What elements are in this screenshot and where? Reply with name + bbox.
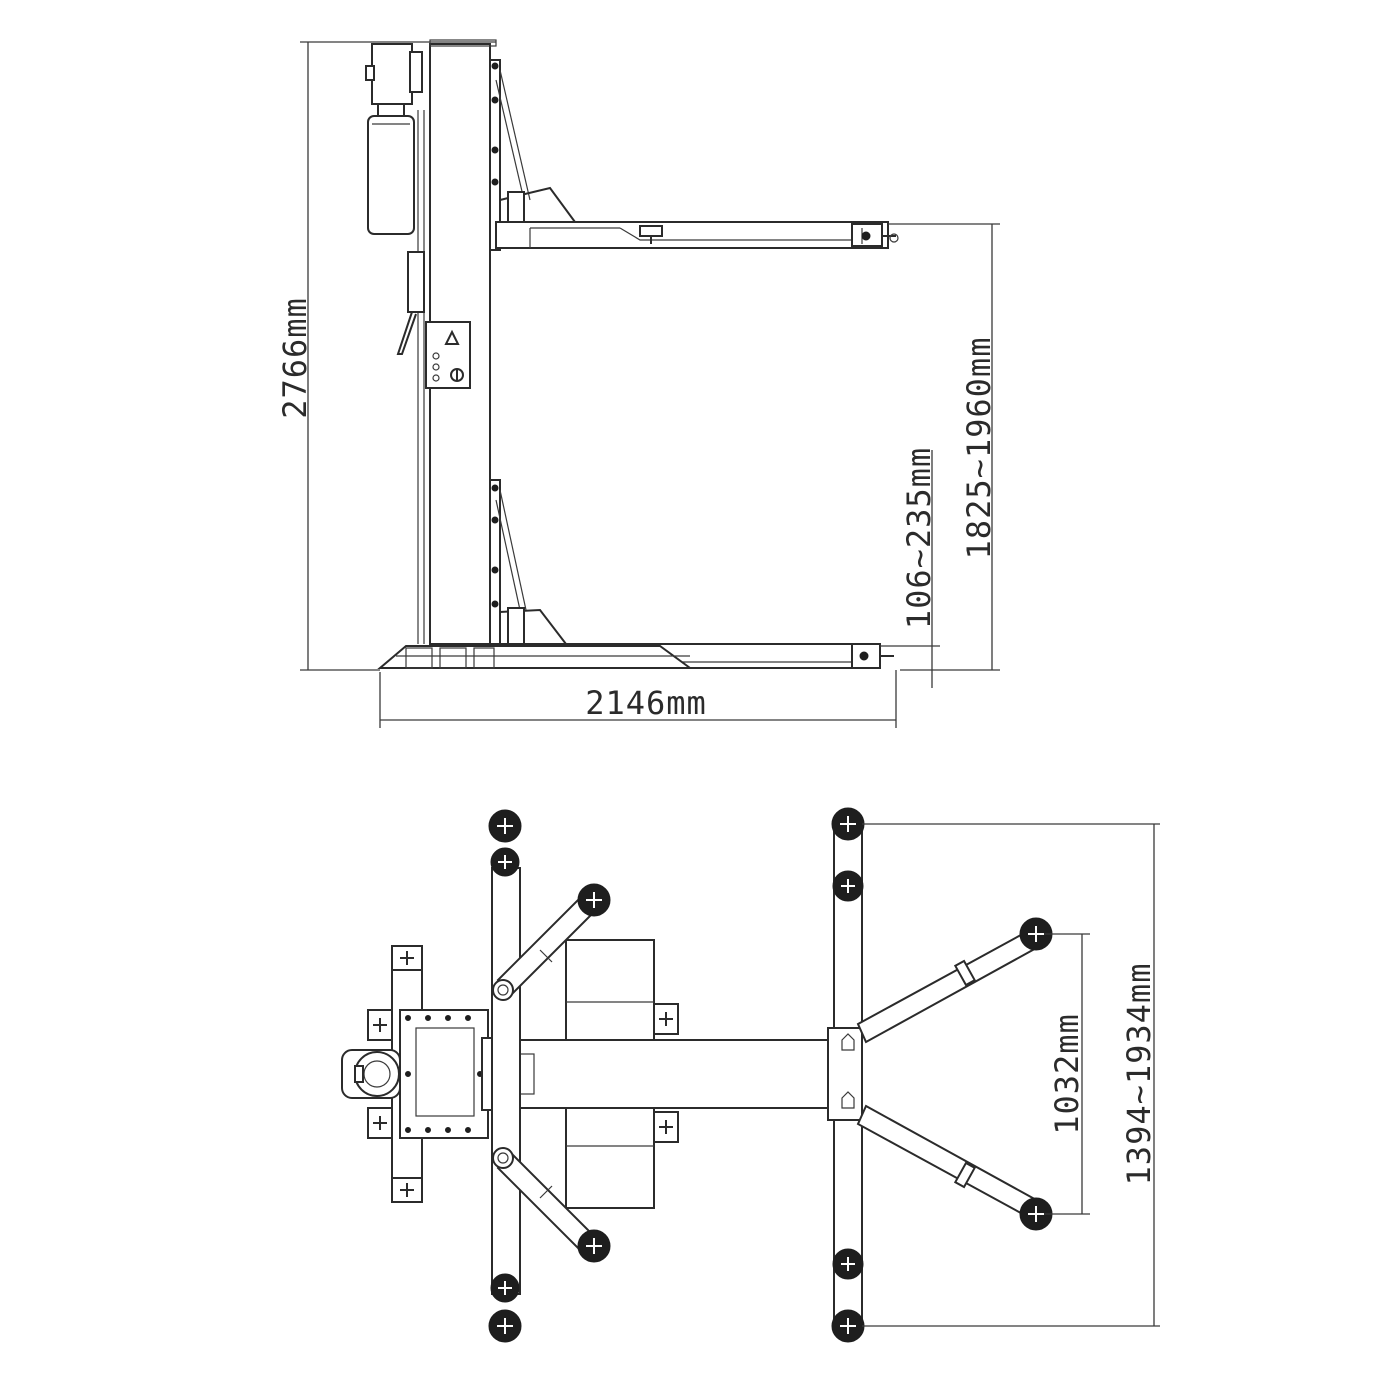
oil-tank xyxy=(367,115,415,235)
platform-block-top xyxy=(565,939,655,1041)
warning-triangle-icon xyxy=(444,329,460,345)
platform-block-bottom xyxy=(565,1107,655,1209)
lower-carriage xyxy=(489,479,894,669)
lift-pads xyxy=(488,807,1053,1343)
short-arm-span-label: 1032mm xyxy=(1048,1013,1086,1135)
base-plate xyxy=(377,645,694,669)
lift-pad xyxy=(831,807,865,841)
dim-overall-length: 2146mm xyxy=(379,670,897,728)
central-beam xyxy=(489,1039,831,1109)
upper-height-label: 1825~1960mm xyxy=(960,337,998,560)
lift-pad xyxy=(831,1309,865,1343)
far-diagonal-arm-lower xyxy=(856,1104,1042,1220)
lift-pad xyxy=(832,1248,864,1280)
upper-arm xyxy=(495,221,889,249)
near-cross-rail xyxy=(491,867,521,1295)
side-view: 2766mm 2146mm 1825~1960mm 106~235mm xyxy=(276,39,1000,728)
top-view: 1394~1934mm 1032mm xyxy=(341,807,1160,1343)
lift-pad xyxy=(577,1229,611,1263)
column-top-cap xyxy=(429,39,497,47)
lift-pad xyxy=(488,1309,522,1343)
control-box xyxy=(425,321,471,389)
column-housing xyxy=(399,1009,489,1139)
lift-pad xyxy=(488,809,522,843)
motor-top xyxy=(341,1049,401,1099)
dim-lower-height: 106~235mm xyxy=(880,447,940,688)
overall-height-label: 2766mm xyxy=(276,297,314,419)
overall-length-label: 2146mm xyxy=(585,684,707,722)
release-handle xyxy=(407,251,425,313)
dim-short-arm-span: 1032mm xyxy=(1044,933,1090,1215)
arm-span-label: 1394~1934mm xyxy=(1120,963,1158,1186)
lift-pad xyxy=(1019,1197,1053,1231)
lift-pad xyxy=(490,1273,520,1303)
dim-upper-height: 1825~1960mm xyxy=(888,223,1000,671)
dim-overall-height: 2766mm xyxy=(276,41,496,671)
lift-pad xyxy=(832,870,864,902)
lift-pad xyxy=(577,883,611,917)
near-diagonal-arm-lower xyxy=(492,1147,602,1258)
dim-arm-span: 1394~1934mm xyxy=(862,823,1160,1327)
power-unit xyxy=(365,43,423,235)
far-diagonal-arm-upper xyxy=(856,928,1042,1044)
lift-pad xyxy=(490,847,520,877)
upper-carriage xyxy=(489,59,899,251)
power-switch-icon xyxy=(450,368,464,382)
far-hub-plate xyxy=(827,1027,863,1121)
lower-height-label: 106~235mm xyxy=(900,447,938,629)
